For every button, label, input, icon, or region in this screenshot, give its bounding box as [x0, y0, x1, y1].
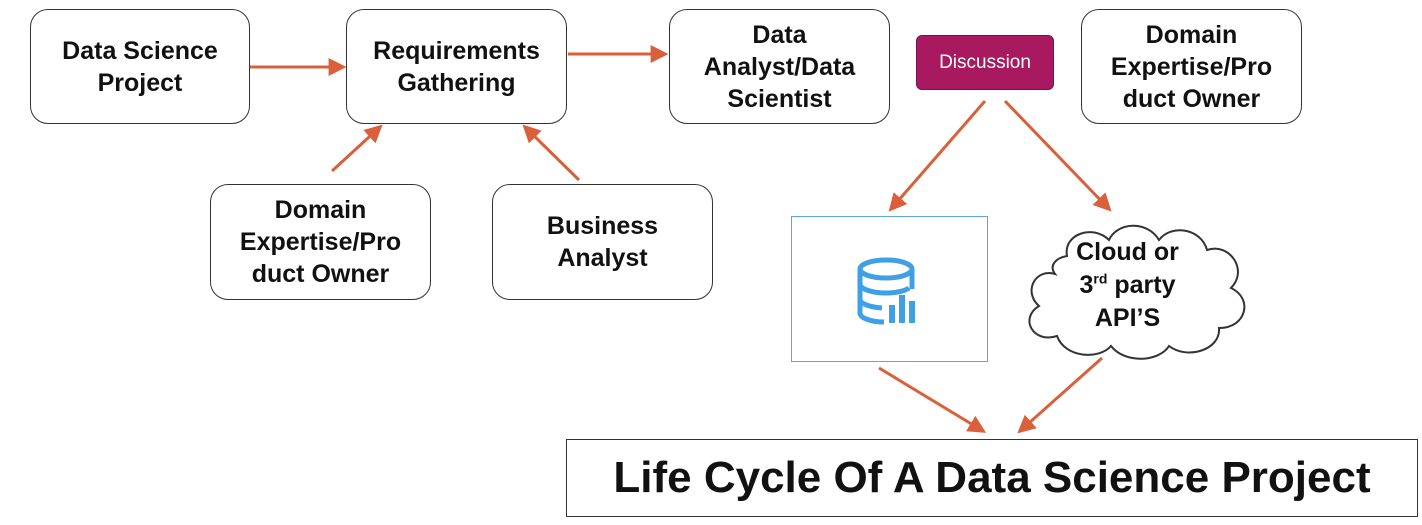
- node-domain-expertise-bottom: Domain Expertise/Pro duct Owner: [210, 184, 431, 300]
- cloud-line-2-rest: party: [1107, 271, 1176, 299]
- node-data-analyst-scientist-label: Data Analyst/Data Scientist: [703, 20, 856, 113]
- node-data-science-project-label: Data Science Project: [62, 36, 218, 97]
- database-box: [791, 216, 988, 362]
- arrow-discussion-to-cloud: [1003, 99, 1112, 212]
- node-business-analyst: Business Analyst: [492, 184, 713, 300]
- node-business-analyst-label: Business Analyst: [546, 212, 659, 272]
- arrow-database-to-title: [878, 366, 987, 433]
- diagram-title-box: Life Cycle Of A Data Science Project: [566, 439, 1418, 517]
- arrow-domain-to-requirements: [330, 124, 383, 173]
- arrow-discussion-to-database: [888, 100, 987, 212]
- node-domain-expertise-top-label: Domain Expertise/Pro duct Owner: [1110, 20, 1273, 113]
- cloud-line-2-number: 3: [1079, 271, 1094, 299]
- node-requirements-gathering-label: Requirements Gathering: [373, 36, 540, 97]
- cloud-line-2: 3rd party: [1040, 269, 1215, 302]
- node-domain-expertise-top: Domain Expertise/Pro duct Owner: [1081, 9, 1302, 124]
- node-requirements-gathering: Requirements Gathering: [346, 9, 567, 124]
- arrow-cloud-to-title: [1017, 356, 1103, 434]
- cloud-line-3: API’S: [1094, 304, 1161, 332]
- cloud-shape: [1028, 224, 1246, 360]
- cloud-line-2-sup: rd: [1093, 270, 1108, 287]
- node-domain-expertise-bottom-label: Domain Expertise/Pro duct Owner: [239, 196, 402, 288]
- cloud-line-1: Cloud or: [1076, 238, 1179, 266]
- diagram-title: Life Cycle Of A Data Science Project: [613, 453, 1371, 502]
- discussion-badge: Discussion: [916, 35, 1054, 90]
- arrow-business-to-requirements: [522, 124, 581, 182]
- discussion-label: Discussion: [939, 51, 1031, 73]
- node-data-science-project: Data Science Project: [30, 9, 250, 124]
- node-data-analyst-scientist: Data Analyst/Data Scientist: [669, 9, 890, 124]
- cloud-label: Cloud or 3rd party API’S: [1040, 236, 1215, 335]
- database-chart-icon: [857, 257, 915, 325]
